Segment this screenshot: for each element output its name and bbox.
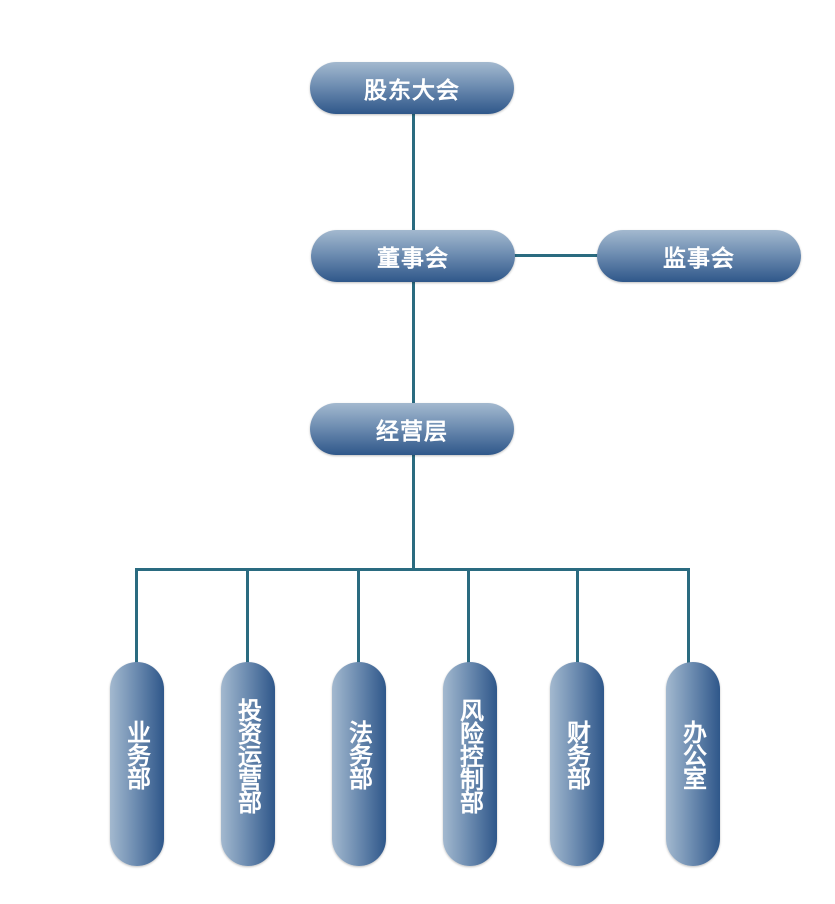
dept-node-investment-operations: 投资运营部: [221, 662, 275, 866]
node-shareholders-meeting: 股东大会: [310, 62, 514, 114]
dept-label: 风险控制部: [455, 698, 484, 813]
dept-node-office: 办公室: [666, 662, 720, 866]
node-label: 董事会: [377, 246, 449, 272]
connector-dept-3: [357, 568, 360, 664]
dept-label: 法务部: [344, 720, 373, 789]
dept-label: 财务部: [562, 720, 591, 789]
node-board-of-directors: 董事会: [311, 230, 515, 282]
connector-management-bus: [412, 455, 415, 570]
node-label: 监事会: [663, 246, 735, 272]
connector-dept-1: [135, 568, 138, 664]
dept-label: 业务部: [122, 720, 151, 789]
connector-dept-6: [687, 568, 690, 664]
dept-node-legal: 法务部: [332, 662, 386, 866]
node-management: 经营层: [310, 403, 514, 455]
connector-shareholders-board: [412, 113, 415, 230]
dept-label: 投资运营部: [233, 698, 262, 813]
department-bus-line: [135, 568, 690, 571]
node-supervisory-board: 监事会: [597, 230, 801, 282]
connector-dept-2: [246, 568, 249, 664]
node-label: 股东大会: [364, 78, 460, 104]
node-label: 经营层: [376, 419, 448, 445]
dept-node-business: 业务部: [110, 662, 164, 866]
connector-board-management: [412, 282, 415, 403]
connector-dept-5: [576, 568, 579, 664]
dept-node-risk-control: 风险控制部: [443, 662, 497, 866]
connector-dept-4: [467, 568, 470, 664]
connector-board-supervisory: [514, 254, 598, 257]
dept-label: 办公室: [678, 720, 707, 789]
dept-node-finance: 财务部: [550, 662, 604, 866]
